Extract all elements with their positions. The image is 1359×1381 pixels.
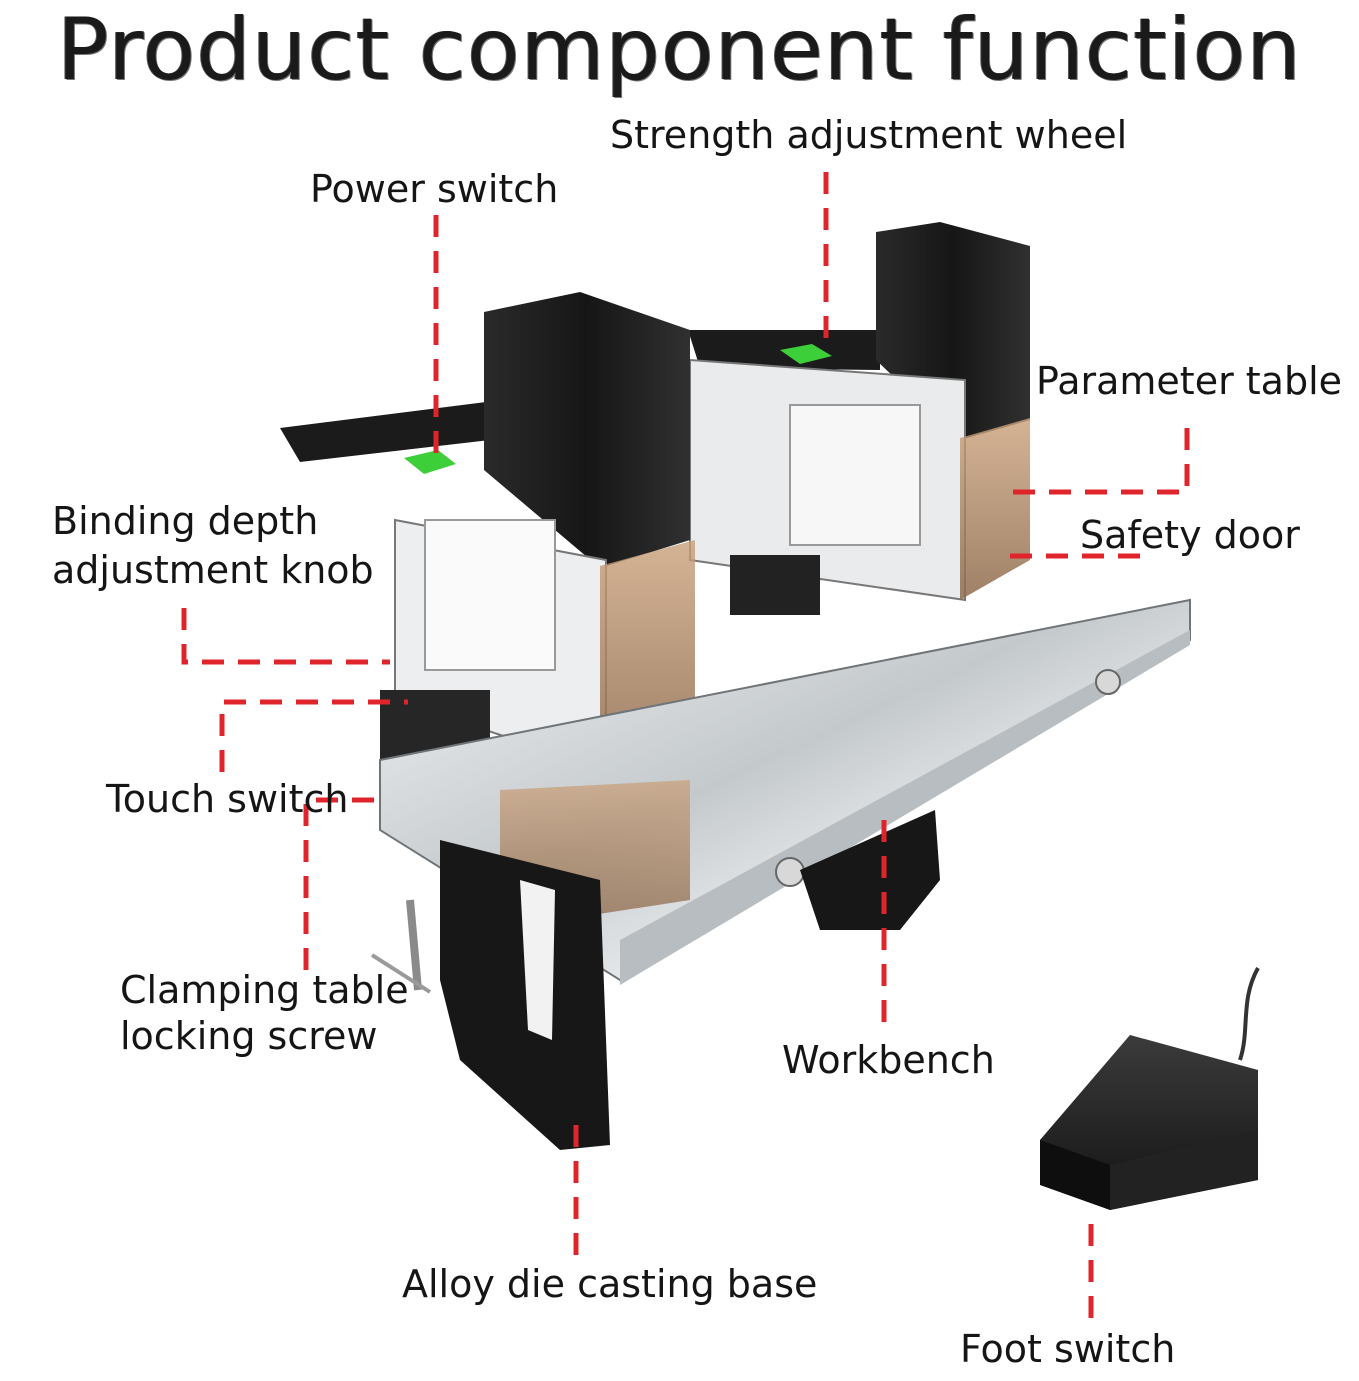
label-strength-adjustment-wheel: Strength adjustment wheel bbox=[610, 113, 1128, 157]
label-power-switch: Power switch bbox=[310, 167, 559, 211]
alloy-base bbox=[440, 810, 940, 1150]
power-switch-green-icon bbox=[404, 450, 456, 474]
label-foot-switch: Foot switch bbox=[960, 1327, 1176, 1371]
strength-wheel-green-icon bbox=[780, 344, 832, 364]
label-touch-switch: Touch switch bbox=[106, 777, 349, 821]
label-clamping-line1: Clamping table bbox=[120, 968, 409, 1012]
label-workbench: Workbench bbox=[782, 1038, 995, 1082]
rear-stapler-head bbox=[688, 222, 1030, 615]
page-title: Product component function bbox=[56, 0, 1303, 100]
foot-pedal-icon bbox=[1040, 967, 1260, 1210]
front-stapler-head bbox=[280, 292, 695, 780]
label-alloy-base: Alloy die casting base bbox=[402, 1262, 818, 1306]
label-binding-depth-line2: adjustment knob bbox=[52, 548, 374, 592]
label-safety-door: Safety door bbox=[1080, 513, 1300, 557]
label-binding-depth-line1: Binding depth bbox=[52, 499, 319, 543]
label-parameter-table: Parameter table bbox=[1036, 359, 1343, 403]
label-clamping-line2: locking screw bbox=[120, 1014, 378, 1058]
